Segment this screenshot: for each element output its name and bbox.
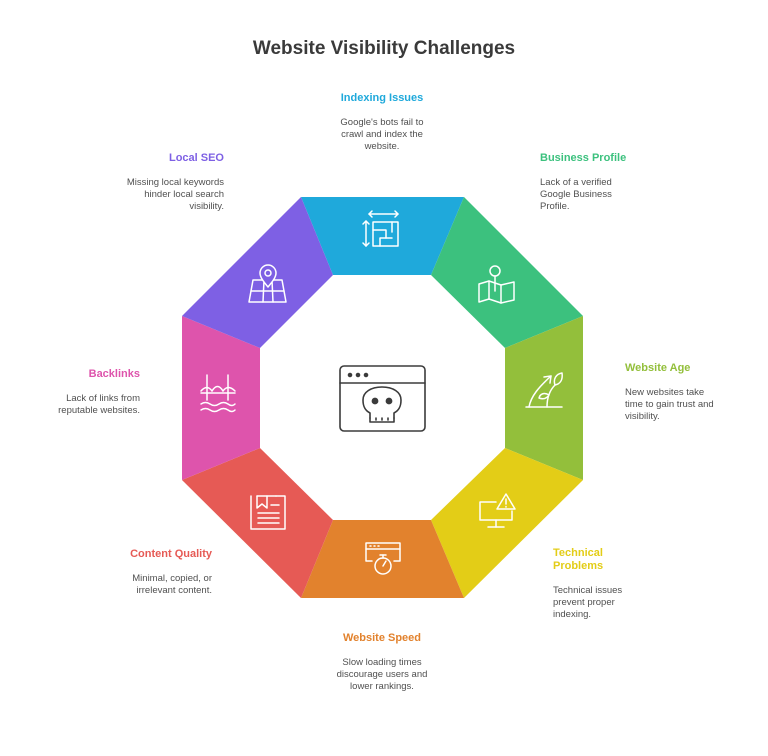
map-pin-icon [478, 265, 515, 304]
segment-technical-problems [431, 448, 583, 598]
segment-label: Backlinks [88, 368, 140, 380]
segment-business-profile [431, 197, 583, 348]
segment-label: Website Age [625, 362, 691, 374]
segment-indexing-issues [301, 197, 464, 275]
monitor-warning-icon [479, 493, 516, 528]
segment-label: Business Profile [540, 152, 627, 164]
document-icon [250, 495, 286, 530]
bridge-icon [200, 374, 236, 413]
browser-skull-icon [339, 365, 426, 432]
segment-label: Indexing Issues [340, 92, 424, 104]
segment-backlinks [182, 316, 260, 480]
segment-label: Website Speed [342, 632, 422, 644]
location-map-icon [248, 264, 287, 303]
diagram-title: Website Visibility Challenges [252, 38, 516, 59]
segment-website-speed [301, 520, 464, 598]
maze-icon [362, 210, 399, 247]
segment-label: Local SEO [168, 152, 224, 164]
growth-sprout-icon [525, 372, 563, 408]
browser-stopwatch-icon [365, 542, 401, 575]
segment-label: Content Quality [130, 548, 212, 560]
segment-local-seo [182, 197, 333, 348]
